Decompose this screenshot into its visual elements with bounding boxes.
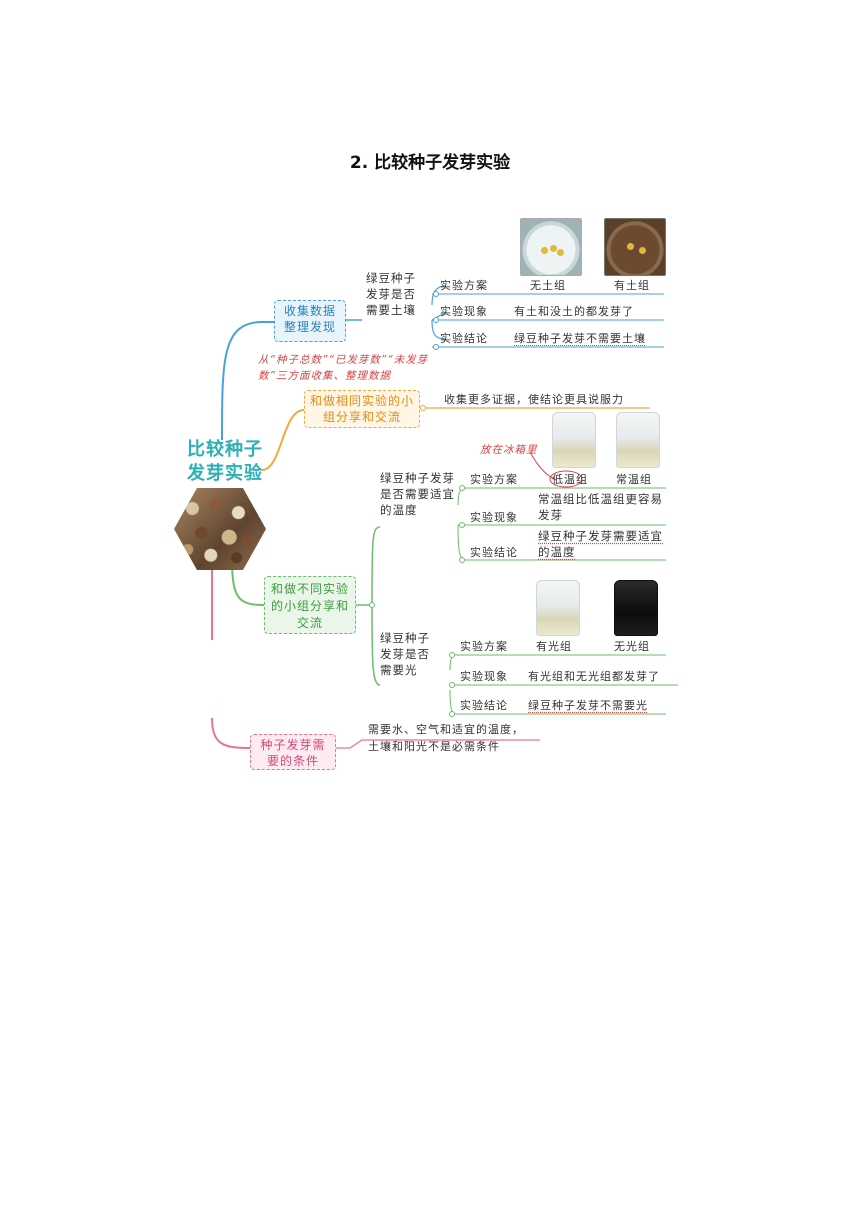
petri-dish-soil xyxy=(604,218,666,276)
central-line-1: 比较种子 xyxy=(187,439,263,460)
temp-conclusion: 绿豆种子发芽需要适宜的温度 xyxy=(538,529,663,559)
temp-phenomenon-label: 实验现象 xyxy=(470,511,518,524)
central-line-2: 发芽实验 xyxy=(187,463,263,484)
cup-normal-temp xyxy=(616,412,660,468)
soil-conclusion-label: 实验结论 xyxy=(440,332,488,345)
same-experiment-text: 收集更多证据，使结论更具说服力 xyxy=(444,393,624,406)
soil-phenomenon: 有土和没土的都发芽了 xyxy=(514,305,634,318)
soil-conclusion: 绿豆种子发芽不需要土壤 xyxy=(514,332,646,345)
soil-plan-label: 实验方案 xyxy=(440,279,488,292)
temp-phenomenon: 常温组比低温组更容易发芽 xyxy=(538,492,663,522)
conditions-text-2: 土壤和阳光不是必需条件 xyxy=(368,740,500,753)
light-question: 绿豆种子发芽是否需要光 xyxy=(380,631,430,677)
temp-conclusion-label: 实验结论 xyxy=(470,546,518,559)
light-conclusion-label: 实验结论 xyxy=(460,699,508,712)
central-topic: 比较种子 发芽实验 xyxy=(180,438,270,486)
conditions-text-1: 需要水、空气和适宜的温度， xyxy=(368,723,524,736)
light-phenomenon: 有光组和无光组都发芽了 xyxy=(528,670,660,683)
branch-collect-data: 收集数据整理发现 xyxy=(274,300,346,342)
soil-phenomenon-label: 实验现象 xyxy=(440,305,488,318)
soil-group: 有土组 xyxy=(614,279,650,292)
light-phenomenon-label: 实验现象 xyxy=(460,670,508,683)
branch-conditions: 种子发芽需要的条件 xyxy=(250,734,336,770)
soil-question: 绿豆种子发芽是否需要土壤 xyxy=(366,271,416,317)
temp-question: 绿豆种子发芽是否需要适宜的温度 xyxy=(380,471,455,517)
data-collection-note: 从“种子总数”“已发芽数”“未发芽数”三方面收集、整理数据 xyxy=(258,354,429,382)
cup-low-temp xyxy=(552,412,596,468)
fridge-note: 放在冰箱里 xyxy=(480,444,538,456)
cup-no-light xyxy=(614,580,658,636)
branch-same-experiment: 和做相同实验的小组分享和交流 xyxy=(304,390,420,428)
light-conclusion: 绿豆种子发芽不需要光 xyxy=(528,699,648,712)
light-plan-label: 实验方案 xyxy=(460,640,508,653)
page-title: 2. 比较种子发芽实验 xyxy=(349,153,511,173)
normal-temp-group: 常温组 xyxy=(616,473,652,486)
no-soil-group: 无土组 xyxy=(530,279,566,292)
branch-different-experiment: 和做不同实验的小组分享和交流 xyxy=(264,576,356,634)
petri-dish-no-soil xyxy=(520,218,582,276)
cup-with-light xyxy=(536,580,580,636)
light-group: 有光组 xyxy=(536,640,572,653)
temp-plan-label: 实验方案 xyxy=(470,473,518,486)
low-temp-group: 低温组 xyxy=(552,473,588,486)
no-light-group: 无光组 xyxy=(614,640,650,653)
